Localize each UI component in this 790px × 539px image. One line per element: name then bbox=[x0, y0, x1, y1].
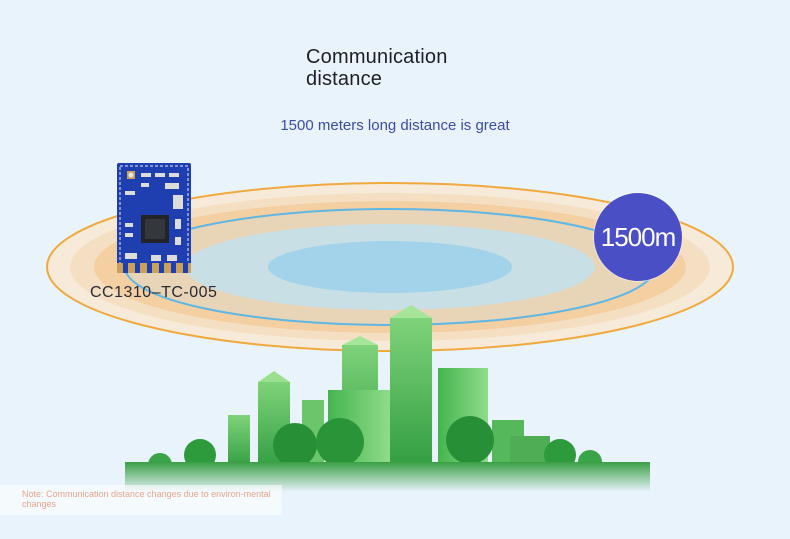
subtitle: 1500 meters long distance is great bbox=[280, 117, 510, 134]
tree bbox=[273, 423, 317, 467]
ring-inner bbox=[268, 241, 512, 293]
note-panel bbox=[0, 485, 282, 515]
tree bbox=[446, 416, 494, 464]
building-roof bbox=[390, 305, 432, 318]
title-line-1: Communication bbox=[306, 46, 448, 68]
tree bbox=[316, 418, 364, 466]
note-text: Note: Communication distance changes due… bbox=[22, 489, 271, 509]
rf-module-image bbox=[117, 163, 191, 273]
page-title: Communication distance bbox=[306, 46, 448, 90]
building bbox=[390, 318, 432, 473]
module-model-label: CC1310–TC-005 bbox=[90, 284, 218, 301]
title-line-2: distance bbox=[306, 68, 383, 90]
range-badge-text: 1500m bbox=[600, 221, 676, 252]
city-skyline bbox=[125, 305, 650, 492]
building-roof bbox=[258, 371, 290, 382]
building bbox=[228, 415, 250, 470]
building-roof bbox=[342, 336, 378, 345]
range-badge: 1500m bbox=[594, 193, 682, 281]
